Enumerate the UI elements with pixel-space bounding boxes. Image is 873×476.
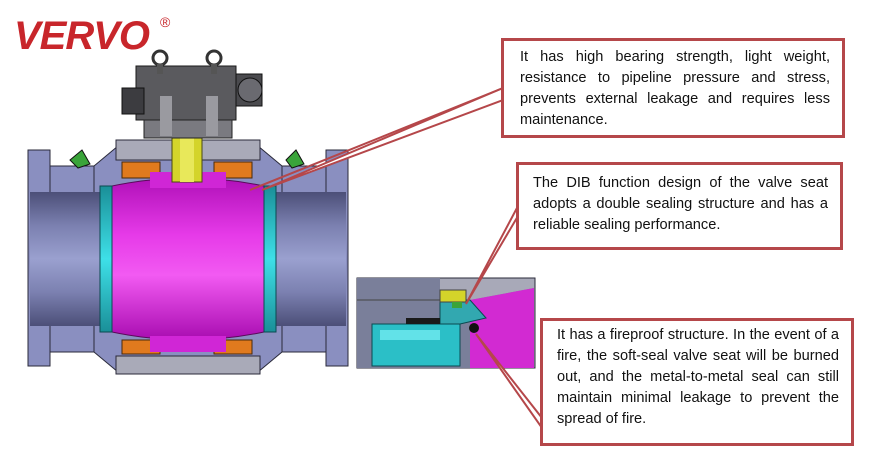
callout-fireproof: It has a fireproof structure. In the eve…	[540, 318, 854, 446]
right-seat-ring	[263, 185, 277, 333]
left-seat-ring	[99, 185, 113, 333]
left-bore	[30, 192, 110, 326]
callout-dib-seat: The DIB function design of the valve sea…	[516, 162, 843, 250]
brand-logo: VERVO ®	[14, 12, 170, 60]
left-lifting-lug	[69, 149, 91, 169]
ball	[111, 177, 265, 341]
callout-bearing-strength: It has high bearing strength, light weig…	[501, 38, 845, 138]
seat-detail-inset	[356, 277, 536, 369]
right-lifting-lug	[285, 149, 305, 169]
registered-icon: ®	[160, 14, 170, 30]
bottom-bonnet	[115, 355, 261, 375]
ball-bottom-trunnion	[150, 336, 226, 352]
right-bore	[266, 192, 346, 326]
gear-operator	[121, 49, 263, 139]
brand-name: VERVO	[14, 14, 150, 58]
